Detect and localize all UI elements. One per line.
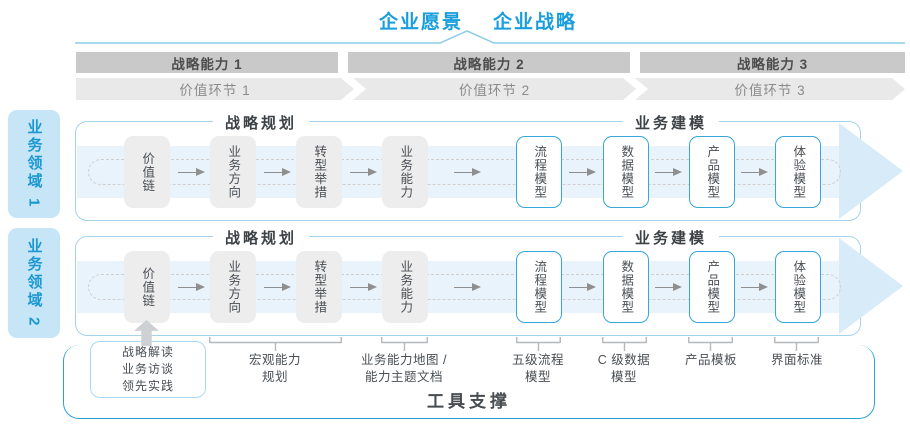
section-title-business-modeling: 业务建模	[622, 112, 720, 133]
annotation-line: C 级数据	[597, 353, 651, 367]
annotation-five-level-process-model: 五级流程 模型	[512, 352, 564, 386]
box-process-model: 流程模型	[516, 251, 562, 323]
flow-arrow	[350, 168, 377, 177]
flow-arrow	[350, 283, 377, 292]
annotation-line: 能力主题文档	[364, 369, 444, 384]
brace-connector	[516, 337, 561, 352]
box-experience-model: 体验模型	[775, 251, 821, 323]
box-product-model: 产品模型	[689, 136, 735, 208]
strategy-label: 企业战略	[493, 12, 578, 33]
box-value-chain: 价值链	[124, 136, 170, 208]
capability-bar-1: 战略能力 1	[76, 52, 338, 73]
domain-tab-2: 业务领域 2	[8, 228, 60, 338]
domain-row-panel-1: 价值链 业务方向 转型举措 业务能力 流程模型 数据模型 产品模型 体验模型 战…	[75, 112, 903, 221]
annotation-line: 规划	[261, 369, 289, 384]
annotation-line: 宏观能力	[248, 353, 302, 367]
capability-bar-2: 战略能力 2	[348, 52, 630, 73]
flow-arrow	[569, 168, 596, 177]
annotation-c-level-data-model: C 级数据 模型	[598, 352, 651, 386]
domain-tab-1: 业务领域 1	[8, 110, 60, 218]
annotation-line: 界面标准	[770, 353, 824, 367]
flow-arrow	[264, 283, 291, 292]
flow-arrow	[741, 283, 768, 292]
dashed-placeholder-track	[88, 274, 841, 300]
box-business-direction: 业务方向	[210, 251, 256, 323]
box-business-capability: 业务能力	[382, 251, 428, 323]
annotation-line: 模型	[524, 369, 552, 384]
value-link-bar-1: 价值环节 1	[76, 78, 354, 100]
vision-label: 企业愿景	[378, 12, 463, 33]
flow-arrow	[454, 283, 481, 292]
insight-box: 战略解读 业务访谈 领先实践	[90, 341, 206, 398]
annotation-line: 五级流程	[511, 353, 565, 367]
brace-connector	[381, 337, 428, 352]
annotation-line: 模型	[610, 369, 638, 384]
dashed-placeholder-track	[88, 159, 841, 185]
brace-connector	[209, 337, 342, 352]
flow-arrowhead	[839, 123, 903, 219]
annotation-line: 产品模板	[684, 353, 738, 367]
box-transformation-initiatives: 转型举措	[296, 251, 342, 323]
capability-bar-3: 战略能力 3	[640, 52, 905, 73]
brace-connector	[602, 337, 647, 352]
brace-connector	[774, 337, 819, 352]
box-transformation-initiatives: 转型举措	[296, 136, 342, 208]
flow-arrow	[655, 168, 682, 177]
flow-arrow	[264, 168, 291, 177]
page-title: 企业愿景 企业战略	[379, 7, 577, 34]
section-title-strategic-planning: 战略规划	[212, 227, 310, 248]
box-business-capability: 业务能力	[382, 136, 428, 208]
box-product-model: 产品模型	[689, 251, 735, 323]
flow-arrow	[178, 283, 205, 292]
box-value-chain: 价值链	[124, 251, 170, 323]
insight-line: 领先实践	[121, 378, 174, 393]
tool-support-box: 工具支撑	[63, 345, 875, 419]
annotation-capability-map-docs: 业务能力地图 / 能力主题文档	[361, 352, 447, 386]
insight-line: 战略解读	[121, 345, 174, 360]
box-business-direction: 业务方向	[210, 136, 256, 208]
flow-arrowhead	[839, 238, 903, 334]
flow-arrow	[655, 283, 682, 292]
value-link-bar-2: 价值环节 2	[353, 78, 636, 100]
box-data-model: 数据模型	[603, 136, 649, 208]
box-process-model: 流程模型	[516, 136, 562, 208]
annotation-line: 业务能力地图 /	[361, 353, 447, 367]
box-experience-model: 体验模型	[775, 136, 821, 208]
annotation-product-template: 产品模板	[685, 352, 737, 369]
tool-support-label: 工具支撑	[427, 392, 511, 411]
flow-arrow	[178, 168, 205, 177]
box-data-model: 数据模型	[603, 251, 649, 323]
flow-arrow	[454, 168, 481, 177]
section-title-business-modeling: 业务建模	[622, 227, 720, 248]
brace-connector	[688, 337, 733, 352]
section-title-strategic-planning: 战略规划	[212, 112, 310, 133]
value-link-bar-3: 价值环节 3	[635, 78, 905, 100]
annotation-interface-standard: 界面标准	[771, 352, 823, 369]
domain-row-panel-2: 价值链 业务方向 转型举措 业务能力 流程模型 数据模型 产品模型 体验模型 战…	[75, 227, 903, 336]
insight-line: 业务访谈	[121, 362, 174, 377]
flow-arrow	[741, 168, 768, 177]
annotation-macro-capability-planning: 宏观能力 规划	[249, 352, 301, 386]
flow-arrow	[569, 283, 596, 292]
